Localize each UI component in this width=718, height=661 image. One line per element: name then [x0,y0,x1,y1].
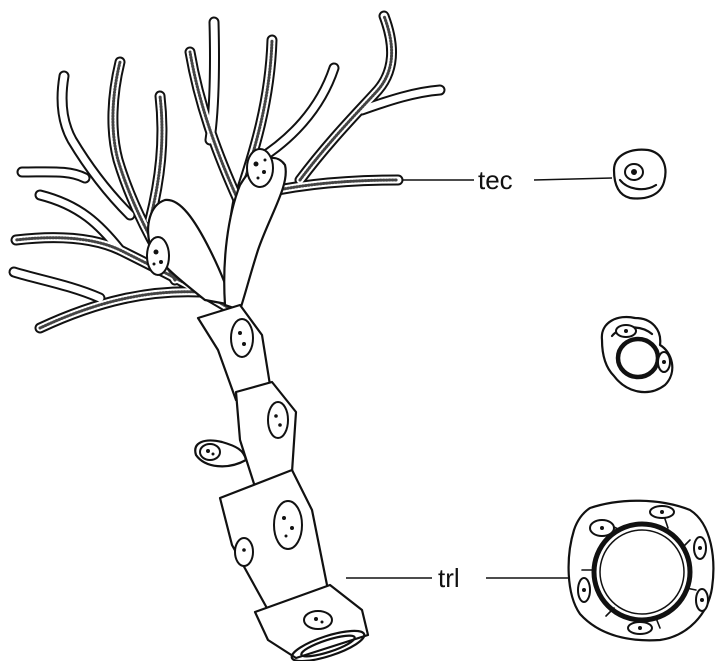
tube-cell-nucleus-4 [235,538,253,566]
cross-section-trunk [569,501,714,641]
label-trl: trl [438,563,460,593]
terminal-cell-nucleus-1 [147,237,169,275]
cross-section-terminal [614,150,665,199]
tec-leader-right [534,178,612,180]
label-tec: tec [478,165,513,195]
tube-cell-nucleus-2 [268,402,288,438]
terminal-cell-nucleus-2 [247,149,273,187]
cross-section-two-cells [602,317,672,392]
tube-cell-nucleus-5 [304,611,332,629]
label-trl-group: trl [346,563,570,593]
tracheal-tube [195,305,368,661]
terminal-cell-branches [14,16,440,328]
tube-cell-nucleus-3 [274,501,302,549]
label-tec-group: tec [402,165,612,195]
tube-cell-nucleus-1 [231,319,253,357]
tube-cell-nucleus-side [200,444,220,460]
